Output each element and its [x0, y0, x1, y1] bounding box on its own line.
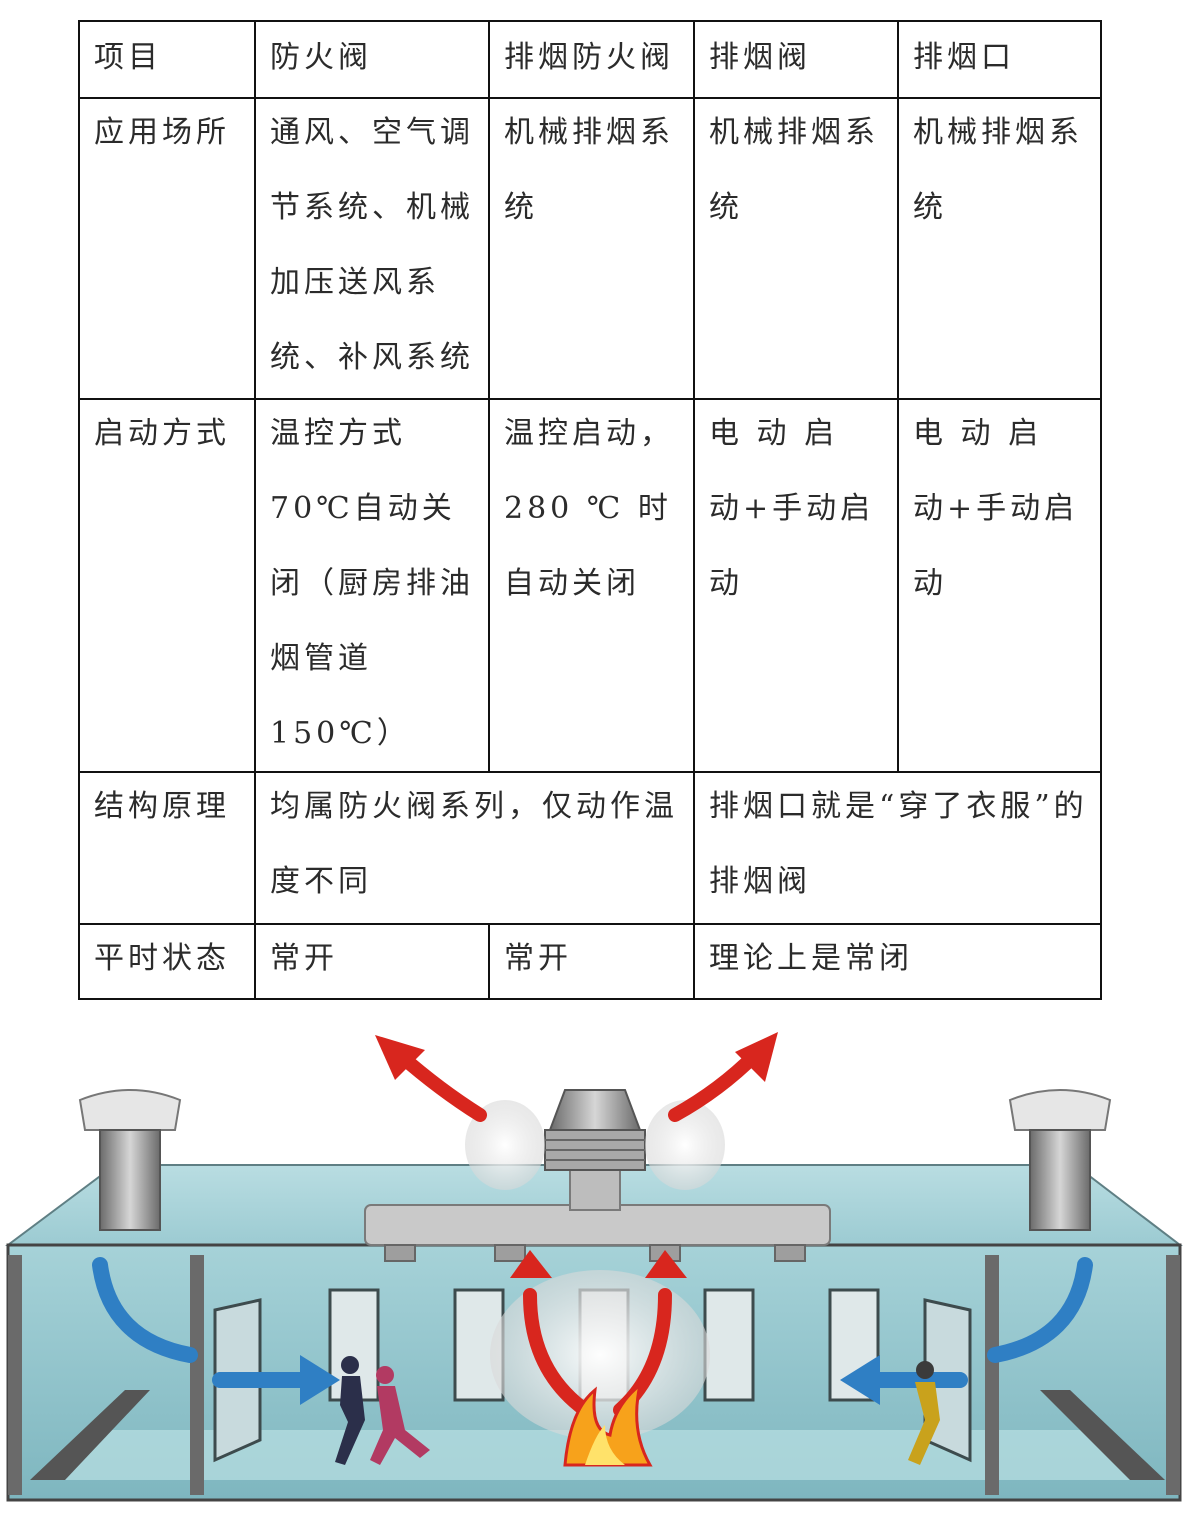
table-cell: 常开 — [488, 923, 695, 1000]
table-cell-merged: 理论上是常闭 — [693, 923, 1102, 1000]
header-cell-smoke-damper: 排烟阀 — [693, 20, 899, 99]
floor-grille-right — [1040, 1390, 1165, 1480]
header-cell-smoke-fire-damper: 排烟防火阀 — [488, 20, 695, 99]
table-row-activation: 启动方式 温控方式70℃自动关闭（厨房排油烟管道150℃） 温控启动，280 ℃… — [78, 398, 1102, 773]
table-header-row: 项目 防火阀 排烟防火阀 排烟阀 排烟口 — [78, 20, 1102, 99]
wall-left — [190, 1255, 204, 1495]
table-cell-merged: 排烟口就是“穿了衣服”的排烟阀 — [693, 771, 1102, 925]
blue-arrow-heads — [300, 1355, 880, 1405]
roof-fan-right-icon — [1008, 1089, 1112, 1231]
row-label: 平时状态 — [78, 923, 256, 1000]
header-cell-fire-damper: 防火阀 — [254, 20, 490, 99]
table-cell: 机械排烟系统 — [897, 97, 1102, 400]
table-cell-merged: 均属防火阀系列，仅动作温度不同 — [254, 771, 695, 925]
running-people-icon — [335, 1356, 940, 1465]
fire-damper-comparison-table: 项目 防火阀 排烟防火阀 排烟阀 排烟口 应用场所 通风、空气调节系统、机械加压… — [78, 20, 1102, 1000]
smoke-cloud-room — [490, 1270, 710, 1440]
wall-outer-left — [8, 1255, 22, 1495]
table-cell: 机械排烟系统 — [693, 97, 899, 400]
table-cell: 温控启动，280 ℃ 时自动关闭 — [488, 398, 695, 773]
header-cell-smoke-vent: 排烟口 — [897, 20, 1102, 99]
header-cell-item: 项目 — [78, 20, 256, 99]
floor-grille-left — [30, 1390, 150, 1480]
red-arrow-heads — [375, 1032, 778, 1278]
smoke-exhaust-illustration — [4, 1032, 1183, 1502]
table-cell: 常开 — [254, 923, 490, 1000]
wall-right — [985, 1255, 999, 1495]
row-label: 应用场所 — [78, 97, 256, 400]
fire-icon — [563, 1381, 653, 1467]
smoke-exhaust-fan-icon — [544, 1089, 646, 1171]
table-cell: 机械排烟系统 — [488, 97, 695, 400]
blue-fresh-air-arrows — [92, 1257, 1093, 1388]
table-row-application: 应用场所 通风、空气调节系统、机械加压送风系统、补风系统 机械排烟系统 机械排烟… — [78, 97, 1102, 400]
smoke-cloud-left — [465, 1100, 545, 1190]
table-cell: 电 动 启 动+手动启动 — [693, 398, 899, 773]
table-cell: 通风、空气调节系统、机械加压送风系统、补风系统 — [254, 97, 490, 400]
row-label: 结构原理 — [78, 771, 256, 925]
row-label: 启动方式 — [78, 398, 256, 773]
smoke-cloud-right — [645, 1100, 725, 1190]
table-row-structure: 结构原理 均属防火阀系列，仅动作温度不同 排烟口就是“穿了衣服”的排烟阀 — [78, 771, 1102, 925]
roof-fan-left-icon — [78, 1089, 182, 1231]
wall-outer-right — [1166, 1255, 1180, 1495]
table-cell: 温控方式70℃自动关闭（厨房排油烟管道150℃） — [254, 398, 490, 773]
table-row-normal-state: 平时状态 常开 常开 理论上是常闭 — [78, 923, 1102, 1000]
smoke-vents-row — [384, 1244, 806, 1262]
table-cell: 电 动 启 动+手动启动 — [897, 398, 1102, 773]
